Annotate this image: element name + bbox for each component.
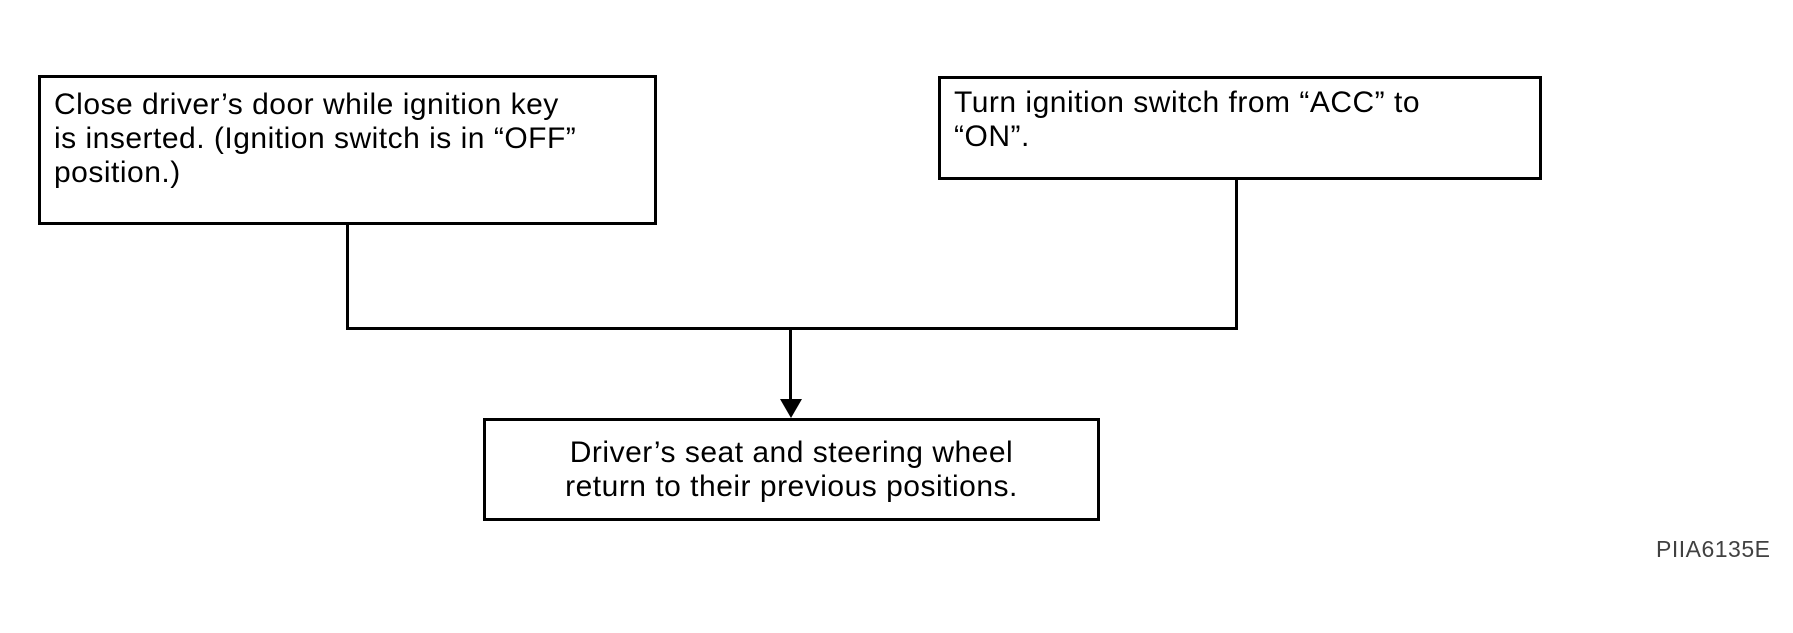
figure-id-label: PIIA6135E: [1656, 536, 1771, 562]
flowchart-box-seat-return: Driver’s seat and steering wheel return …: [483, 418, 1100, 521]
box-text-line: Close driver’s door while ignition key: [54, 88, 559, 121]
connector-right-drop-line: [1235, 180, 1238, 330]
box-text-line: “ON”.: [954, 120, 1030, 153]
box-text-line: Driver’s seat and steering wheel: [569, 435, 1014, 469]
connector-left-drop-line: [346, 225, 349, 330]
box-text-line: position.): [54, 156, 181, 189]
flowchart-box-close-door: Close driver’s door while ignition key i…: [38, 75, 657, 225]
box-text-line: is inserted. (Ignition switch is in “OFF…: [54, 122, 577, 155]
arrowhead-down-icon: [780, 399, 802, 418]
arrow-shaft-line: [789, 327, 792, 403]
box-text-line: return to their previous positions.: [565, 469, 1018, 503]
box-text-line: Turn ignition switch from “ACC” to: [954, 86, 1421, 119]
flowchart-box-ignition-on: Turn ignition switch from “ACC” to “ON”.: [938, 76, 1542, 180]
connector-horizontal-line: [346, 327, 1238, 330]
